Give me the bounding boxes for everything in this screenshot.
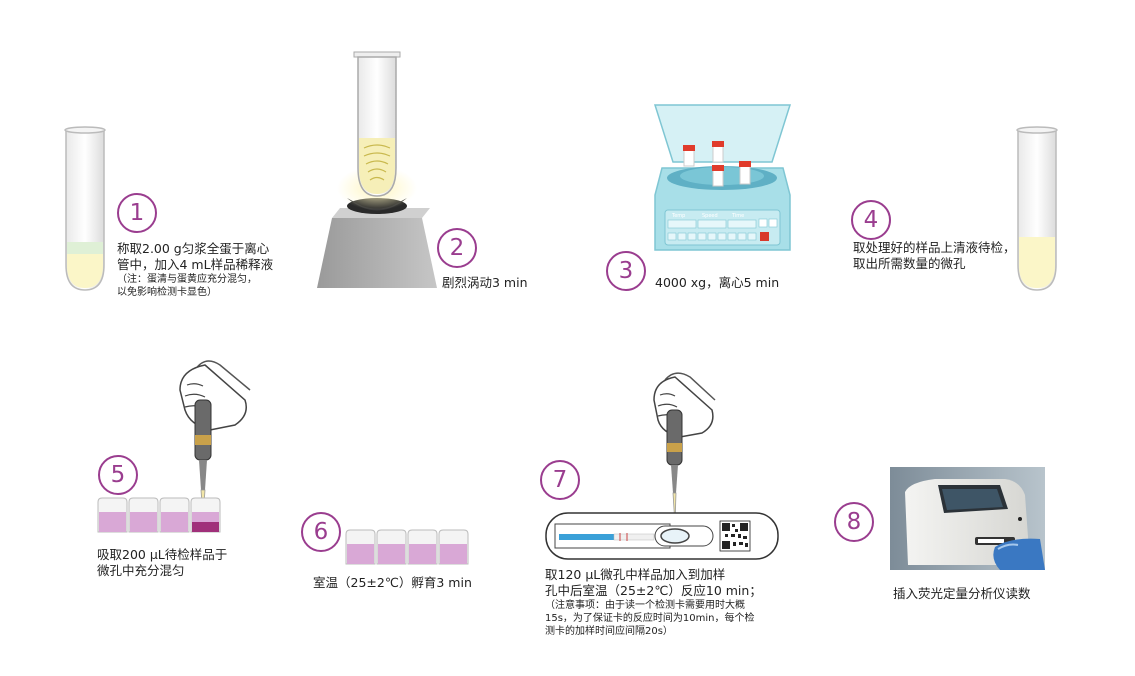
- centrifuge-tube-1-icon: [64, 126, 106, 291]
- step-4-line-2: 取出所需数量的微孔: [853, 256, 966, 271]
- step-1-note-1: （注：蛋清与蛋黄应充分混匀，: [117, 274, 257, 285]
- step-7-note-1: （注意事项：由于读一个检测卡需要用时大概: [545, 600, 745, 611]
- step-7-line-1: 取120 μL微孔中样品加入到加样: [545, 567, 726, 582]
- step-1-line-1: 称取2.00 g匀浆全蛋于离心: [117, 241, 270, 256]
- step-1-text: 称取2.00 g匀浆全蛋于离心 管中，加入4 mL样品稀释液 （注：蛋清与蛋黄应…: [117, 241, 273, 299]
- step-2-number: 2: [437, 228, 477, 268]
- centrifuge-time-label: Time: [731, 213, 744, 219]
- step-7-note-3: 测卡的加样时间应间隔20s）: [545, 626, 673, 637]
- step-1-line-2: 管中，加入4 mL样品稀释液: [117, 257, 274, 272]
- step-1-number: 1: [117, 193, 157, 233]
- microwell-strip-1-icon: [97, 497, 221, 533]
- centrifuge-speed-label: Speed: [702, 213, 718, 219]
- step-5-line-1: 吸取200 μL待检样品于: [97, 547, 228, 562]
- step-8-text: 插入荧光定量分析仪读数: [893, 586, 1031, 601]
- step-5-text: 吸取200 μL待检样品于 微孔中充分混匀: [97, 547, 227, 579]
- step-1-note-2: 以免影响检测卡显色）: [117, 287, 217, 298]
- pipette-hand-2-icon: [653, 372, 716, 526]
- centrifuge-machine-icon: Temp Speed Time: [653, 104, 792, 251]
- centrifuge-tube-2-icon: [1016, 126, 1058, 291]
- step-4-line-1: 取处理好的样品上清液待检，: [853, 240, 1016, 255]
- vortex-mixer-icon: [317, 51, 437, 288]
- step-4-text: 取处理好的样品上清液待检， 取出所需数量的微孔: [853, 240, 1016, 272]
- test-card-icon: [545, 512, 779, 560]
- step-2-text: 剧烈涡动3 min: [442, 275, 528, 290]
- pipette-hand-1-icon: [179, 360, 251, 521]
- step-6-text: 室温（25±2℃）孵育3 min: [313, 575, 472, 590]
- step-8-number: 8: [834, 502, 874, 542]
- step-5-number: 5: [98, 455, 138, 495]
- microwell-strip-2-icon: [345, 529, 469, 565]
- step-7-text: 取120 μL微孔中样品加入到加样 孔中后室温（25±2℃）反应10 min； …: [545, 567, 762, 638]
- step-7-note-2: 15s，为了保证卡的反应时间为10min，每个检: [545, 613, 755, 624]
- step-7-number: 7: [540, 460, 580, 500]
- step-3-number: 3: [606, 251, 646, 291]
- step-4-number: 4: [851, 200, 891, 240]
- step-6-number: 6: [301, 512, 341, 552]
- fluorescence-analyzer-icon: [890, 467, 1045, 570]
- step-5-line-2: 微孔中充分混匀: [97, 563, 185, 578]
- centrifuge-temp-label: Temp: [671, 213, 685, 219]
- step-7-line-2: 孔中后室温（25±2℃）反应10 min；: [545, 583, 762, 598]
- step-3-text: 4000 xg，离心5 min: [655, 275, 780, 290]
